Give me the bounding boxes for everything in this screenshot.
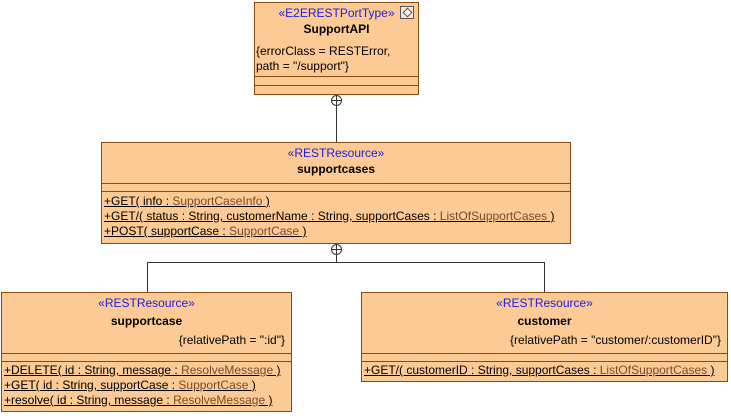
compartment-divider [255,85,418,86]
class-name: customer [517,314,572,328]
operation-end: ) [547,209,555,223]
operation-signature: +DELETE( id : String, message : [4,363,182,377]
stereotype-label: «RESTResource» [98,296,195,310]
operation-signature: +GET( info : [104,194,173,208]
operation-signature: +resolve( id : String, message : [4,393,174,407]
operation-get[interactable]: +GET( id : String, supportCase : Support… [4,378,256,393]
operation-type: SupportCaseInfo [172,194,263,208]
operation-end: ) [248,378,256,392]
operation-type: ResolveMessage [173,393,266,407]
compartment-divider [255,76,418,77]
compartment-divider [362,353,727,354]
operation-signature: +GET/( status : String, customerName : S… [104,209,440,223]
operation-get-list[interactable]: +GET/( customerID : String, supportCases… [364,363,714,378]
composition-circle-plus-icon [331,244,342,255]
operation-type: ListOfSupportCases [599,363,708,377]
operation-signature: +GET/( customerID : String, supportCases… [364,363,600,377]
compartment-divider [362,361,727,362]
compartment-divider [102,191,570,192]
port-type-icon [400,6,414,19]
operation-post[interactable]: +POST( supportCase : SupportCase ) [104,224,306,239]
operation-end: ) [262,194,270,208]
operation-resolve[interactable]: +resolve( id : String, message : Resolve… [4,393,272,408]
tagged-value-line: {relativePath = ":id"} [178,333,285,347]
operation-end: ) [299,224,307,238]
tagged-value-line: {errorClass = RESTError, [256,44,391,58]
operation-type: ResolveMessage [181,363,274,377]
tagged-value-line: {relativePath = "customer/:customerID"} [510,333,721,347]
operation-get[interactable]: +GET( info : SupportCaseInfo ) [104,194,270,209]
tagged-value-line: path = "/support"} [256,59,349,73]
operation-end: ) [265,393,273,407]
compartment-divider [2,361,291,362]
class-name: supportcases [296,162,376,176]
stereotype-label: «RESTResource» [496,296,593,310]
composition-circle-plus-icon [331,95,342,106]
class-customer[interactable]: «RESTResource» customer {relativePath = … [361,292,728,382]
compartment-divider [2,353,291,354]
stereotype-label: «E2ERESTPortType» [278,6,395,20]
operation-get-list[interactable]: +GET/( status : String, customerName : S… [104,209,555,224]
stereotype-label: «RESTResource» [287,146,385,160]
class-support-api[interactable]: «E2ERESTPortType» SupportAPI {errorClass… [254,2,419,95]
compartment-divider [102,183,570,184]
class-name: supportcase [110,314,183,328]
operation-end: ) [707,363,715,377]
connector-supportcases-to-children[interactable] [147,262,545,293]
operation-signature: +GET( id : String, supportCase : [4,378,179,392]
class-supportcases[interactable]: «RESTResource» supportcases +GET( info :… [101,142,571,244]
class-supportcase[interactable]: «RESTResource» supportcase {relativePath… [1,292,292,412]
operation-end: ) [273,363,281,377]
operation-signature: +POST( supportCase : [104,224,230,238]
operation-type: SupportCase [178,378,249,392]
operation-delete[interactable]: +DELETE( id : String, message : ResolveM… [4,363,280,378]
operation-type: SupportCase [229,224,300,238]
class-name: SupportAPI [303,22,370,36]
operation-type: ListOfSupportCases [439,209,548,223]
